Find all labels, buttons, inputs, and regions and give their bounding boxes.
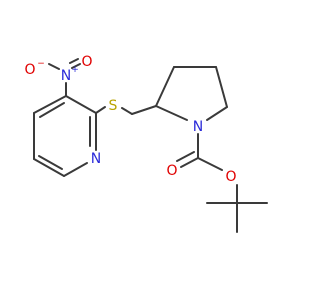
atom-n-nitro: N (61, 68, 71, 84)
bond-c2-s (95, 106, 106, 114)
structure-svg: O − N + O S N N O O (24, 54, 268, 233)
bond-ch2-c2pyr (131, 105, 157, 115)
bond-c5pyr-npyr (206, 106, 228, 121)
bond-ccarb-oester (197, 157, 223, 171)
atom-n-nitro-charge: + (71, 65, 79, 75)
atom-o-nitro-left-charge: − (37, 59, 45, 69)
bond-c3-c2 (65, 95, 97, 114)
atom-o-nitro-left: O (24, 62, 35, 78)
bond-c4-c3 (33, 95, 67, 114)
bond-c6-c5-inner (38, 155, 63, 170)
atom-s: S (109, 98, 118, 114)
bond-c6-c5 (33, 158, 65, 177)
bond-npyr-c2pyr (155, 105, 188, 121)
bond-ccarb-ocarbonyl-2 (176, 151, 195, 162)
bond-c4pyr-c5pyr (215, 66, 228, 108)
atom-o-ester: O (225, 169, 236, 185)
bond-s-ch2 (121, 107, 133, 115)
atom-n-pyrrolidine: N (193, 119, 203, 135)
atom-o-nitro-top: O (81, 54, 92, 70)
bond-nnitro-otop-2 (69, 58, 79, 64)
bond-ccarb-ocarbonyl (180, 157, 199, 168)
bond-nnitro-oleft (48, 63, 60, 70)
bond-n1-c6 (63, 162, 88, 177)
bonds (33, 58, 268, 233)
bond-c2pyr-c3pyr (155, 66, 175, 107)
bond-c4-c3-inner (39, 102, 65, 118)
atom-n-pyridine: N (91, 151, 101, 167)
molecule-diagram: O − N + O S N N O O (24, 54, 268, 233)
atom-o-carbonyl: O (166, 163, 177, 179)
bond-nnitro-otop (71, 63, 81, 69)
